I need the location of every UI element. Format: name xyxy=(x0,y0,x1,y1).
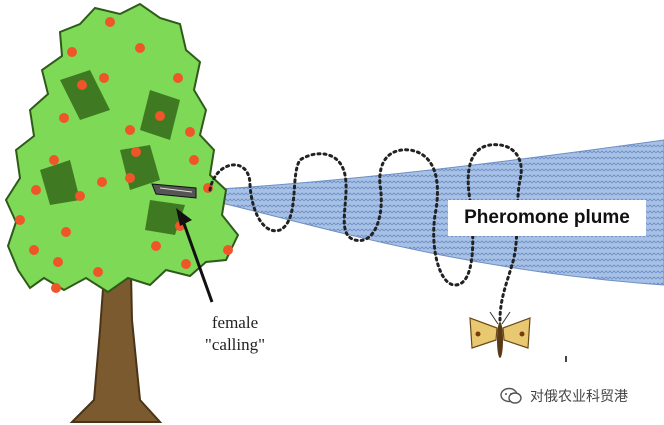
fruit xyxy=(31,185,41,195)
fruit xyxy=(125,125,135,135)
fruit xyxy=(173,73,183,83)
fruit xyxy=(97,177,107,187)
plume-label-text: Pheromone plume xyxy=(464,207,630,228)
fruit xyxy=(51,283,61,293)
female-calling-label: female "calling" xyxy=(190,312,280,356)
fruit xyxy=(53,257,63,267)
fruit xyxy=(77,80,87,90)
fruit xyxy=(15,215,25,225)
fruit xyxy=(59,113,69,123)
fruit xyxy=(61,227,71,237)
fruit xyxy=(185,127,195,137)
fruit xyxy=(125,173,135,183)
fruit xyxy=(93,267,103,277)
wechat-icon xyxy=(500,387,522,404)
female-label-line1: female xyxy=(211,313,259,332)
plume-label: Pheromone plume xyxy=(448,200,646,236)
fruit xyxy=(223,245,233,255)
foliage-shadow xyxy=(145,200,185,235)
fruits xyxy=(15,17,233,293)
fruit xyxy=(67,47,77,57)
foliage-shadow xyxy=(40,160,80,205)
foliage-shadow xyxy=(60,70,110,120)
fruit xyxy=(99,73,109,83)
female-label-line2: "calling" xyxy=(204,335,266,354)
fruit xyxy=(155,111,165,121)
fruit xyxy=(189,155,199,165)
fruit xyxy=(131,147,141,157)
male-moth-icon xyxy=(469,311,531,358)
pointer-arrow xyxy=(176,208,214,303)
watermark: 对俄农业科贸港 xyxy=(500,384,628,408)
tree-foliage xyxy=(4,2,240,294)
male-flight-path xyxy=(208,143,523,322)
female-moth-icon xyxy=(151,183,197,199)
watermark-text: 对俄农业科贸港 xyxy=(530,389,628,405)
pheromone-plume xyxy=(199,139,664,286)
fruit xyxy=(49,155,59,165)
fruit xyxy=(105,17,115,27)
fruit xyxy=(151,241,161,251)
fruit xyxy=(29,245,39,255)
fruit xyxy=(181,259,191,269)
fruit xyxy=(135,43,145,53)
fruit xyxy=(75,191,85,201)
